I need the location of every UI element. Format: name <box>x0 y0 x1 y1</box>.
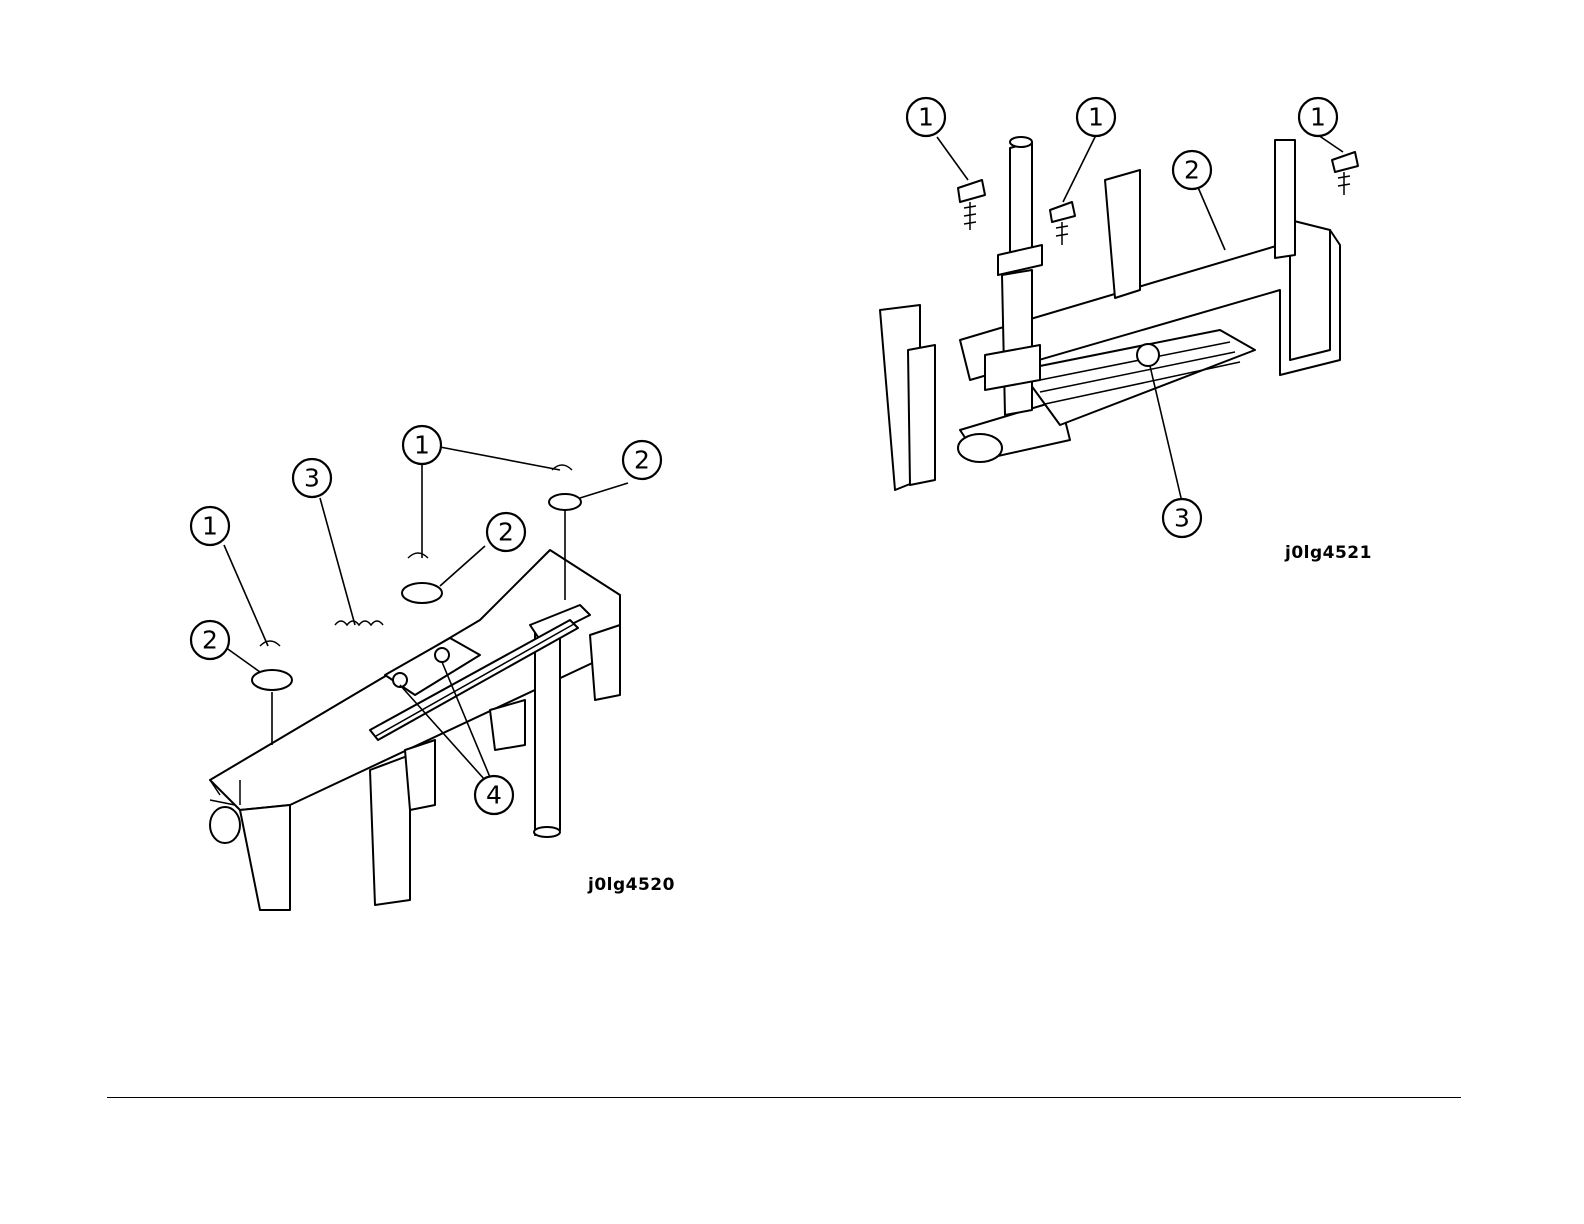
callout-1: 1 <box>907 98 945 136</box>
svg-text:3: 3 <box>1174 504 1190 533</box>
e-clip-part <box>260 641 280 646</box>
figure-left-drawing: 1 2 3 1 2 2 4 j0lg4520 <box>150 410 710 930</box>
footer-divider <box>107 1097 1461 1098</box>
callout-2: 2 <box>1173 151 1211 189</box>
e-clip-part <box>408 553 428 558</box>
svg-text:1: 1 <box>918 103 934 132</box>
callout-2: 2 <box>623 441 661 479</box>
bolt-part <box>958 180 985 230</box>
svg-text:3: 3 <box>304 464 320 493</box>
svg-text:1: 1 <box>1310 103 1326 132</box>
figure-right-drawing: 1 1 1 2 3 j0lg4521 <box>860 80 1420 600</box>
svg-text:1: 1 <box>1088 103 1104 132</box>
callout-1: 1 <box>403 426 441 464</box>
callout-4: 4 <box>475 776 513 814</box>
figure-left-assembly: 1 2 3 1 2 2 4 j0lg4520 <box>150 410 710 930</box>
svg-text:2: 2 <box>202 626 218 655</box>
svg-text:1: 1 <box>202 512 218 541</box>
washer-part <box>402 583 442 603</box>
svg-text:2: 2 <box>634 446 650 475</box>
svg-text:4: 4 <box>486 781 502 810</box>
callout-1: 1 <box>1299 98 1337 136</box>
figure-id-label: j0lg4520 <box>587 875 675 895</box>
frame-right <box>880 140 1340 490</box>
svg-text:2: 2 <box>1184 156 1200 185</box>
post-shaft <box>985 137 1042 415</box>
svg-text:2: 2 <box>498 518 514 547</box>
callout-2: 2 <box>487 513 525 551</box>
washer-part <box>549 494 581 510</box>
callout-2: 2 <box>191 621 229 659</box>
bolt-part <box>1332 152 1358 195</box>
callout-3: 3 <box>293 459 331 497</box>
callout-1: 1 <box>1077 98 1115 136</box>
bolt-part <box>1050 202 1075 245</box>
callout-3: 3 <box>1163 499 1201 537</box>
washer-part <box>252 670 292 690</box>
callout-1: 1 <box>191 507 229 545</box>
figure-id-label: j0lg4521 <box>1284 543 1372 563</box>
figure-right-assembly: 1 1 1 2 3 j0lg4521 <box>860 80 1420 600</box>
spring-part <box>335 621 383 625</box>
svg-text:1: 1 <box>414 431 430 460</box>
